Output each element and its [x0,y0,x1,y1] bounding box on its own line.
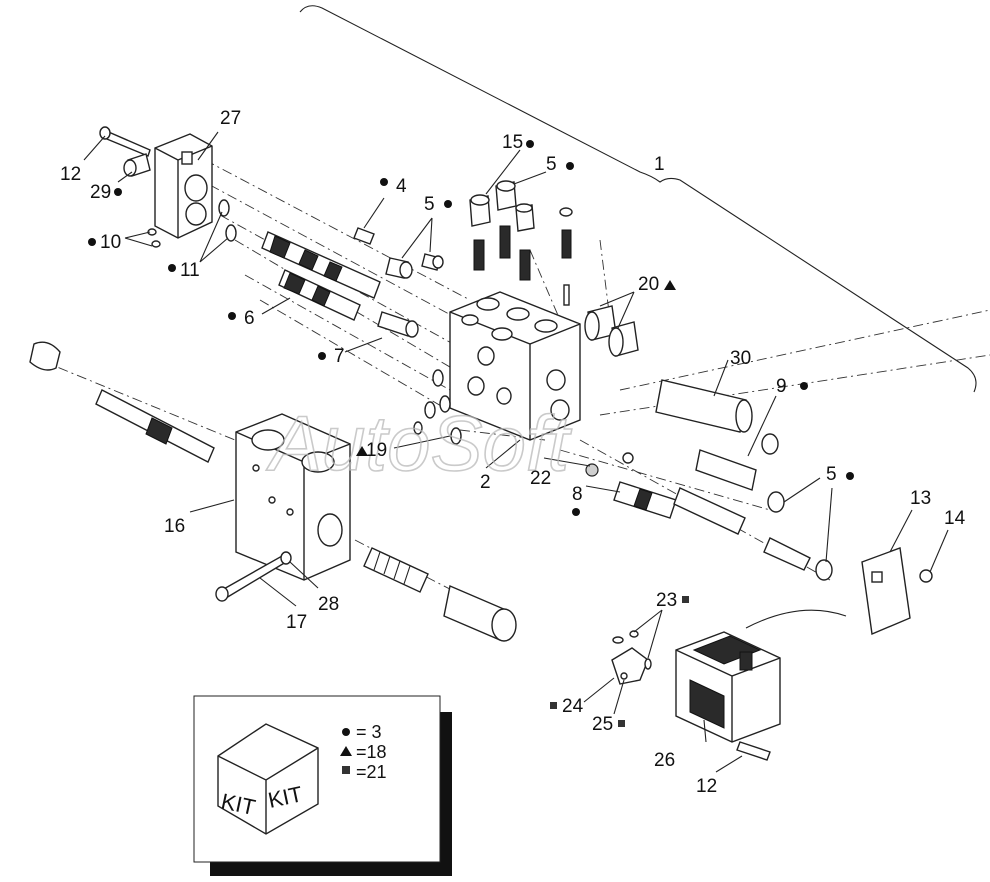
callout-20: 20 [638,274,659,295]
kit-triangle-20 [664,280,676,290]
callout-29: 29 [90,182,111,203]
kit-legend-box: KIT KIT = 3 =18 =21 [193,695,452,876]
screw-14 [919,569,933,583]
kit-dot-10 [88,238,96,246]
legend-circle-text: = 3 [356,722,382,742]
legend-triangle-text: =18 [356,742,387,762]
callout-12-lower: 12 [696,776,717,797]
kit-dot-6 [228,312,236,320]
kit-dot-5c [846,472,854,480]
seals-23-24-25 [611,630,652,685]
callout-25: 25 [592,714,613,735]
o-rings-11 [218,199,237,242]
callout-5-upper-left: 5 [424,194,435,215]
callout-14: 14 [944,508,966,529]
callout-7: 7 [334,346,345,367]
relief-spool [29,341,215,463]
plug-9 [761,433,779,455]
plug-29 [123,153,151,177]
legend-square-text: =21 [356,762,387,782]
callout-5-upper-right: 5 [546,154,557,175]
solenoid-module-26 [675,631,781,743]
plugs-5-upper [385,253,444,279]
valve-body-2 [449,291,581,441]
callout-8: 8 [572,484,583,505]
fitting-4 [353,227,375,245]
legend-square-icon [342,766,350,774]
kit-triangle-19 [356,446,368,456]
o-rings-19 [413,369,462,445]
callout-9: 9 [776,376,787,397]
kit-dot-11 [168,264,176,272]
bolt-17 [215,551,292,602]
callout-labels: 1 2 4 5 5 5 6 7 8 9 10 11 12 12 13 14 15… [60,108,966,797]
spool-8 [613,481,811,571]
callout-17: 17 [286,612,307,633]
kit-dot-29 [114,188,122,196]
callout-11: 11 [180,260,200,281]
callout-5-right: 5 [826,464,837,485]
kit-dot-4 [380,178,388,186]
ball-22 [585,452,634,477]
kit-square-25 [618,720,625,727]
cartridges-15-5 [469,180,573,306]
callout-12-upper: 12 [60,164,81,185]
callout-2: 2 [480,472,491,493]
kit-dot-7 [318,352,326,360]
spool-7 [377,311,419,338]
kit-dot-8 [572,508,580,516]
callout-28: 28 [318,594,339,615]
kit-dot-15 [526,140,534,148]
callout-24: 24 [562,696,584,717]
plugs-20 [584,305,639,357]
callout-30: 30 [730,348,751,369]
housing-30 [655,379,757,491]
kit-dot-9 [800,382,808,390]
legend-circle-icon [342,728,350,736]
curved-arrow [745,609,847,629]
watermark-text: AutoSoft [266,399,573,487]
callout-10: 10 [100,232,121,253]
callout-16: 16 [164,516,185,537]
kit-dot-5b [566,162,574,170]
callout-4: 4 [396,176,407,197]
legend-triangle-icon [340,746,352,756]
leader-lines [83,131,949,773]
callout-13: 13 [910,488,931,509]
callout-19: 19 [366,440,387,461]
callout-27: 27 [220,108,241,129]
assembly-bracket-1 [299,5,977,393]
cover-13 [861,547,911,635]
callout-26: 26 [654,750,675,771]
bolt-12-lower [736,741,771,761]
spring-fitting [363,547,517,642]
inlet-cover-16 [235,413,351,581]
kit-square-24 [550,702,557,709]
callout-6: 6 [244,308,255,329]
bolt-12-upper [99,126,151,157]
callout-1: 1 [654,154,665,175]
kit-square-23 [682,596,689,603]
end-plate-27 [154,133,213,239]
kit-dot-5a [444,200,452,208]
spools-6 [261,231,381,321]
callout-22: 22 [530,468,551,489]
callout-23: 23 [656,590,677,611]
callout-15: 15 [502,132,523,153]
